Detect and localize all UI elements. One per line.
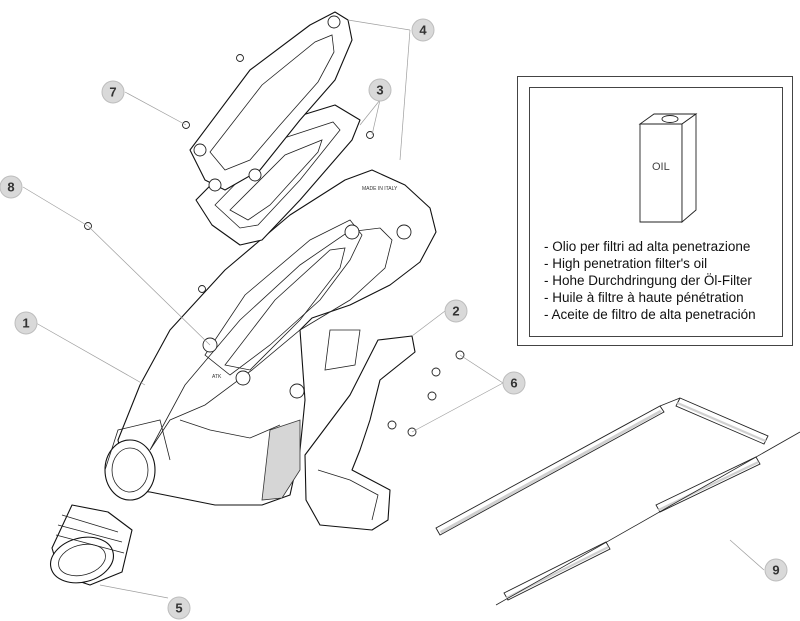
foam-strips bbox=[435, 397, 800, 606]
callout-5: 5 bbox=[167, 596, 191, 620]
oil-description-list: - Olio per filtri ad alta penetrazione -… bbox=[544, 238, 756, 323]
oil-can-label: OIL bbox=[652, 161, 670, 173]
callout-9: 9 bbox=[764, 558, 788, 582]
callout-2-number: 2 bbox=[452, 304, 459, 319]
callout-4-number: 4 bbox=[419, 23, 427, 38]
callout-8-number: 8 bbox=[7, 180, 14, 195]
callout-6: 6 bbox=[502, 371, 526, 395]
loose-screws bbox=[84, 54, 465, 437]
callout-9-number: 9 bbox=[772, 563, 779, 578]
callout-4: 4 bbox=[411, 18, 435, 42]
oil-line-it: - Olio per filtri ad alta penetrazione bbox=[544, 239, 751, 254]
callout-8: 8 bbox=[0, 175, 23, 199]
callout-2: 2 bbox=[444, 299, 468, 323]
air-filter-element bbox=[195, 104, 361, 246]
oil-can-icon: OIL bbox=[638, 113, 698, 223]
oil-info-box: OIL - Olio per filtri ad alta penetrazio… bbox=[517, 76, 793, 346]
svg-text:MADE IN ITALY: MADE IN ITALY bbox=[362, 186, 398, 192]
oil-line-de: - Hohe Durchdringung der Öl-Filter bbox=[544, 273, 752, 288]
splash-shield bbox=[304, 335, 416, 531]
filter-cage bbox=[189, 11, 353, 192]
svg-text:ATK: ATK bbox=[212, 374, 222, 380]
callout-1-number: 1 bbox=[22, 316, 29, 331]
callout-7: 7 bbox=[101, 80, 125, 104]
oil-line-es: - Aceite de filtro de alta penetración bbox=[544, 307, 756, 322]
callout-3: 3 bbox=[368, 78, 392, 102]
callout-6-number: 6 bbox=[510, 376, 517, 391]
callout-1: 1 bbox=[14, 311, 38, 335]
airbox-housing: MADE IN ITALY ATK bbox=[117, 169, 437, 506]
callout-3-number: 3 bbox=[376, 83, 383, 98]
oil-line-fr: - Huile à filtre à haute pénétration bbox=[544, 290, 744, 305]
leader-lines bbox=[22, 19, 765, 599]
callout-7-number: 7 bbox=[109, 85, 116, 100]
oil-info-box-inner: OIL - Olio per filtri ad alta penetrazio… bbox=[529, 87, 783, 337]
oil-line-en: - High penetration filter's oil bbox=[544, 256, 708, 271]
intake-mouth bbox=[104, 419, 171, 501]
callout-5-number: 5 bbox=[175, 601, 182, 616]
rubber-sleeve bbox=[50, 504, 133, 586]
